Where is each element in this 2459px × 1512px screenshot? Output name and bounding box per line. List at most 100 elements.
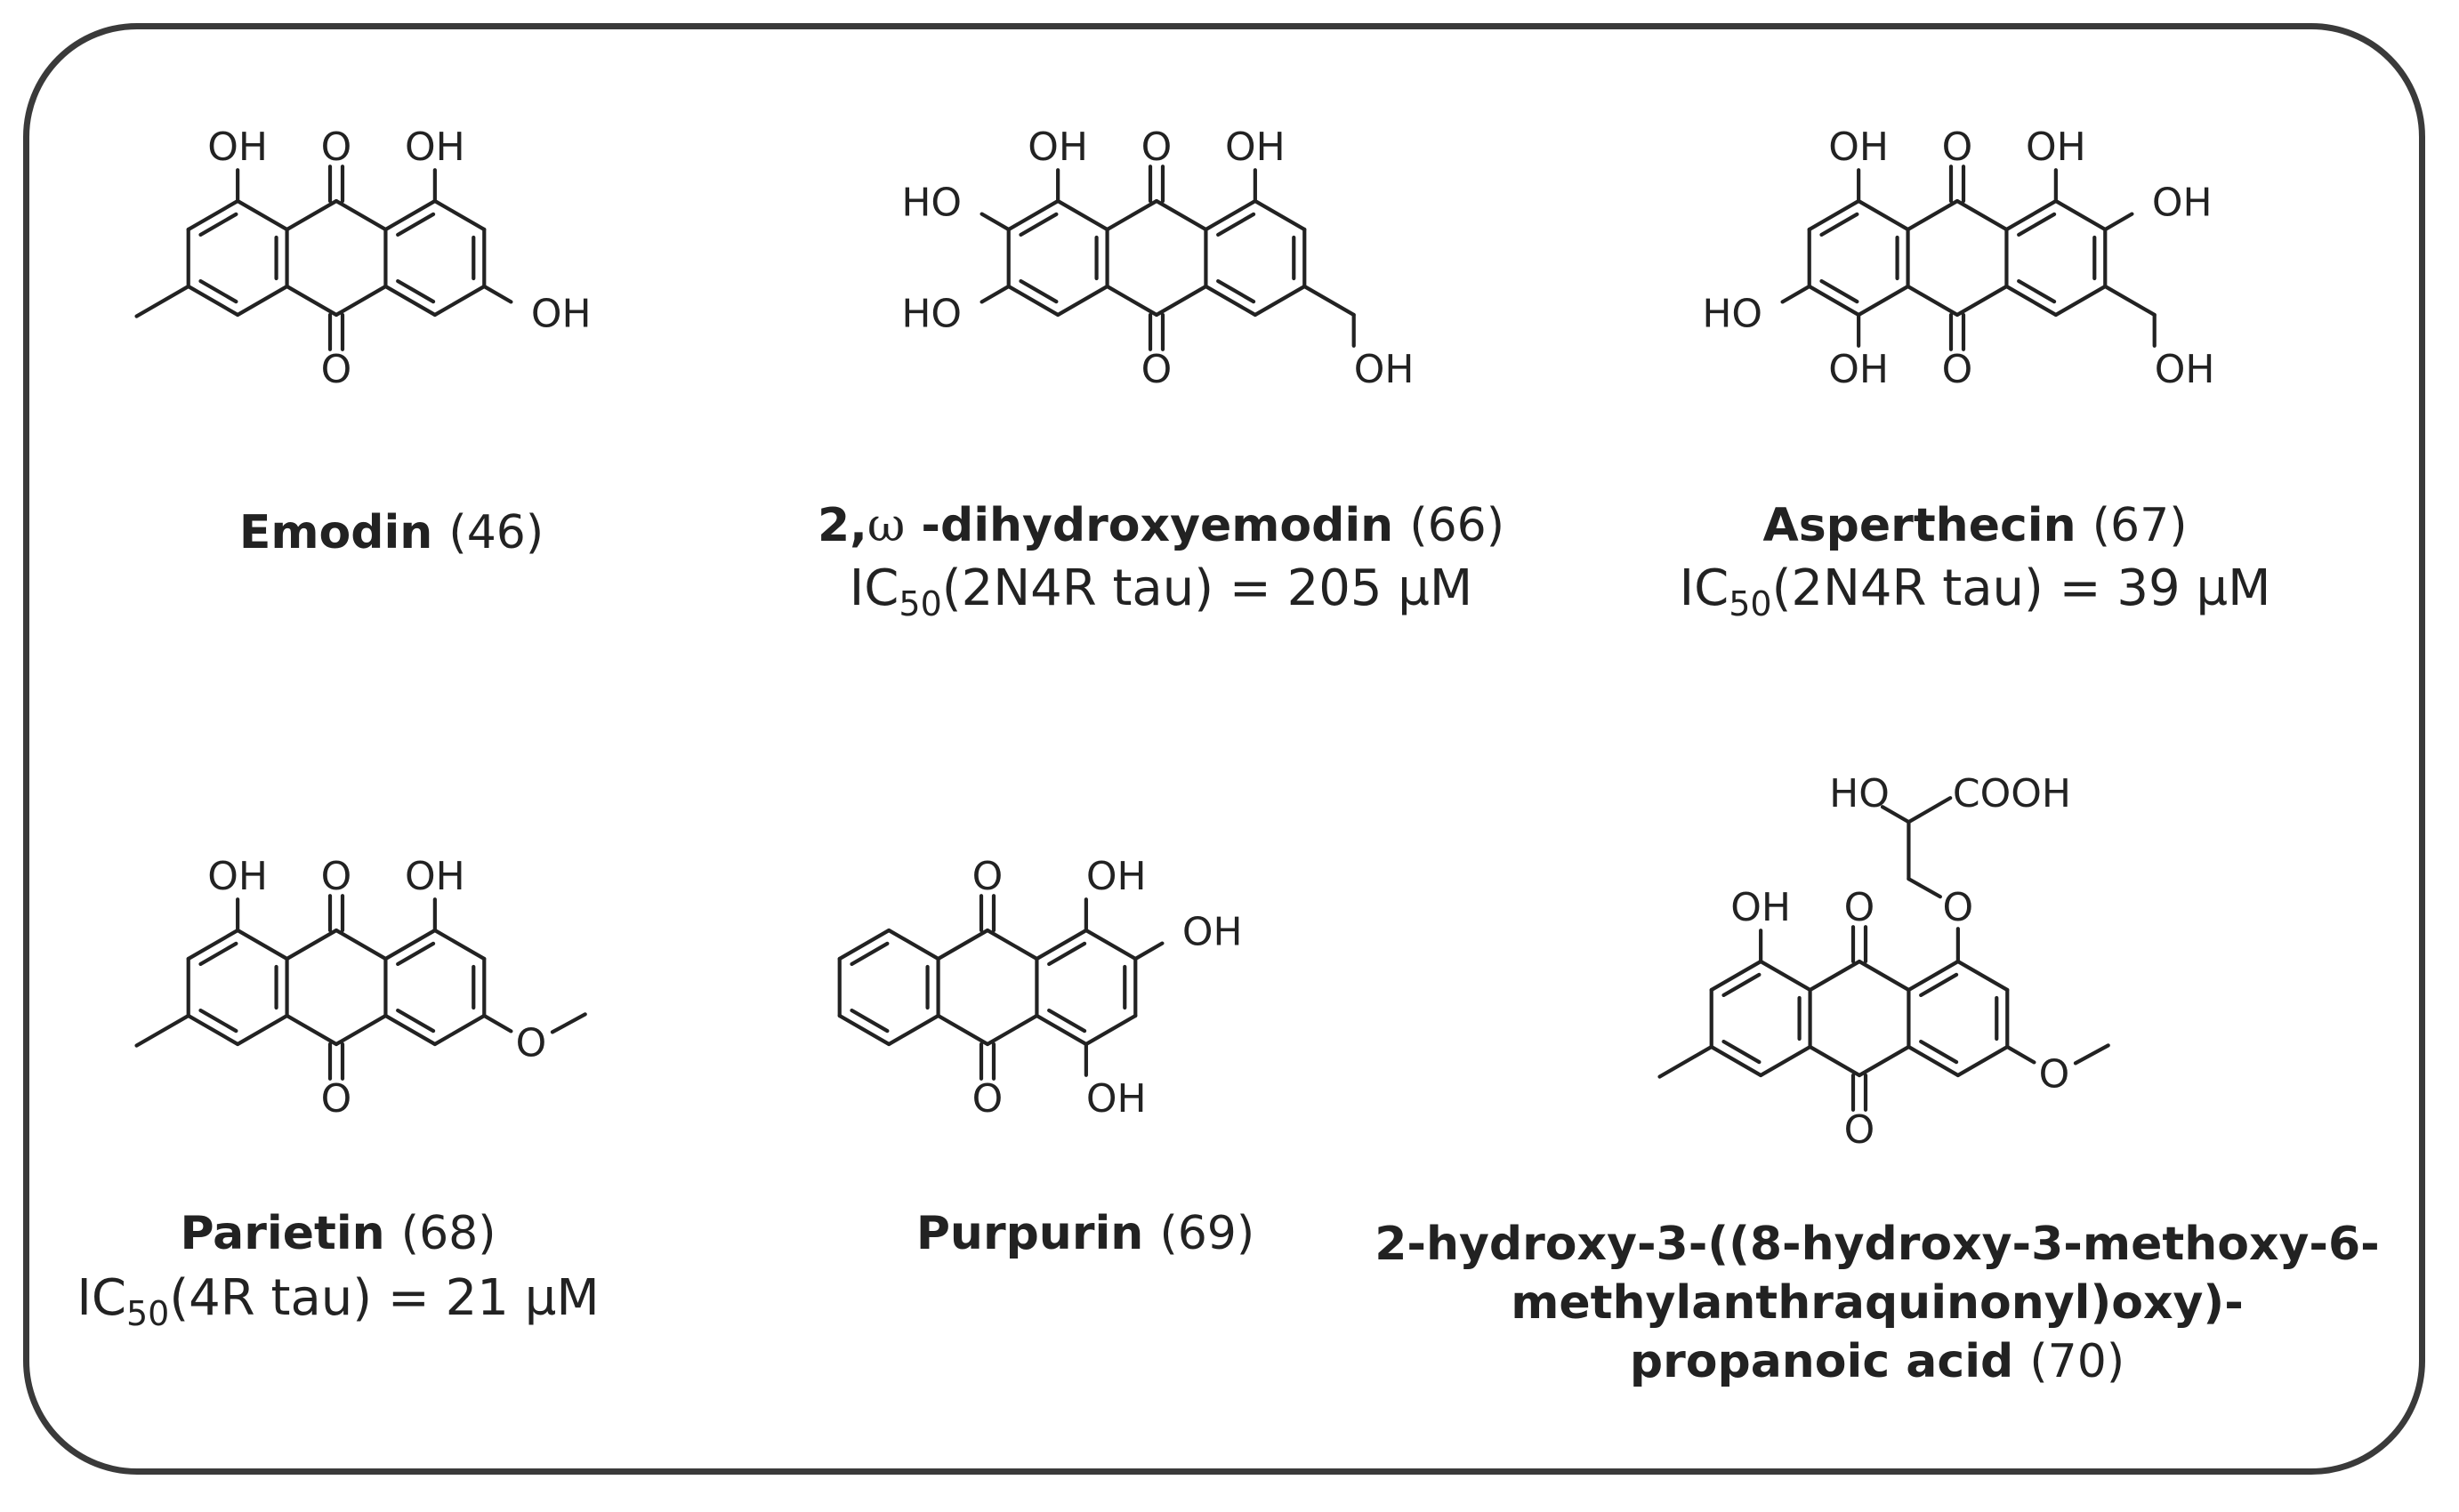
bond [1955,198,2009,232]
bond [1808,959,1862,993]
compound-number-46: (46) [448,506,544,559]
bond [1105,284,1159,318]
bond [236,1013,289,1047]
oxygen-label: O [1844,885,1875,930]
bond [1035,928,1088,961]
double-bond-inner [850,941,890,967]
bond [1709,1044,1763,1078]
methoxy-bond [550,1012,587,1034]
compound-name-66-rest: -dihydroxyemodin [905,499,1394,552]
bond [1906,284,1960,318]
carboxyl-label: COOH [1953,771,2071,816]
bond [383,198,437,232]
double-bond-inner [396,212,436,237]
bond [1204,284,1257,318]
bond [1907,959,1960,993]
ether-oxygen-label: O [1943,885,1974,930]
bond [1084,1013,1138,1047]
hydroxyl-label: OH [1828,125,1889,170]
bond [285,198,339,232]
double-bond-inner [198,941,238,967]
hydroxyl-label: OH [1086,1076,1147,1122]
hydroxyl-label: OH [1828,347,1889,392]
hydroxyl-label-bond [482,284,513,304]
ether-oxygen-label: O [516,1020,547,1066]
methyl-bond [134,284,190,318]
oxygen-label: O [972,854,1004,899]
caption-66: 2,ω -dihydroxyemodin (66) IC50(2N4R tau)… [783,496,1539,623]
ether-oxygen-label: O [2039,1051,2070,1097]
ch2-bond [2103,284,2157,318]
compound-name-68: Parietin [180,1207,385,1260]
oxygen-label: O [321,1076,352,1122]
hydroxyl-label: OH [1028,125,1088,170]
bond [1006,198,1060,232]
double-bond-inner [1819,212,1859,237]
hydroxyl-bond [1880,805,1911,824]
double-bond-inner [1047,941,1087,967]
bond [837,1013,891,1047]
bond [383,1013,437,1047]
bond [236,284,289,318]
figure-frame [23,23,2425,1475]
hydroxyl-label-bond [2103,212,2134,232]
bond [432,928,487,961]
double-bond-inner [1047,1008,1087,1033]
bond [936,1013,990,1047]
oxygen-label: O [321,347,352,392]
hydroxyl-label: HO [1829,771,1890,816]
bond [432,284,487,318]
oxygen-label: O [1141,347,1173,392]
bond [887,1013,940,1047]
compound-number-70: (70) [2029,1335,2125,1388]
bond [985,928,1039,961]
bond [1709,959,1763,993]
bond [1253,284,1307,318]
double-bond-inner [1216,212,1256,237]
hydroxyl-label: OH [405,125,465,170]
bond [334,198,388,232]
bond [383,928,437,961]
double-bond-inner [396,278,436,304]
bond [236,928,289,961]
compound-number-66: (66) [1409,499,1505,552]
ic50-68: IC50(4R tau) = 21 µM [77,1269,600,1333]
compound-name-70-line2: methylanthraquinonyl)oxy)- [1511,1276,2244,1330]
hydroxyl-label: OH [1225,125,1286,170]
bond [383,284,437,318]
double-bond-inner [1019,212,1059,237]
bond [285,284,339,318]
bond [2004,284,2058,318]
double-bond-inner [1216,278,1256,304]
bond [1906,198,1960,232]
ic50-66: IC50(2N4R tau) = 205 µM [849,559,1473,623]
hydroxyl-label: OH [1086,854,1147,899]
bond [1154,284,1208,318]
hydroxyl-label: HO [1702,291,1762,336]
bond [1006,284,1060,318]
hydroxyl-label: HO [901,181,962,226]
bond [186,198,240,232]
hydroxyl-label: OH [1730,885,1791,930]
hydroxyl-label-bond [1133,941,1165,961]
bond [1253,198,1307,232]
compound-number-69: (69) [1159,1207,1255,1260]
oxygen-label: O [1942,347,1973,392]
double-bond-inner [850,1008,890,1033]
bond [334,1013,388,1047]
bond [1807,284,1861,318]
compound-name-69: Purpurin [915,1207,1144,1260]
bond [1105,198,1159,232]
bond [1857,198,1910,232]
ic50-67: IC50(2N4R tau) = 39 µM [1679,559,2271,623]
double-bond-inner [1919,972,1959,998]
bond [985,1013,1039,1047]
bond [236,198,289,232]
ch2-bond [1302,284,1356,318]
compound-name-70-line3: propanoic acid [1629,1335,2014,1388]
ch2-bond [1907,877,1942,899]
